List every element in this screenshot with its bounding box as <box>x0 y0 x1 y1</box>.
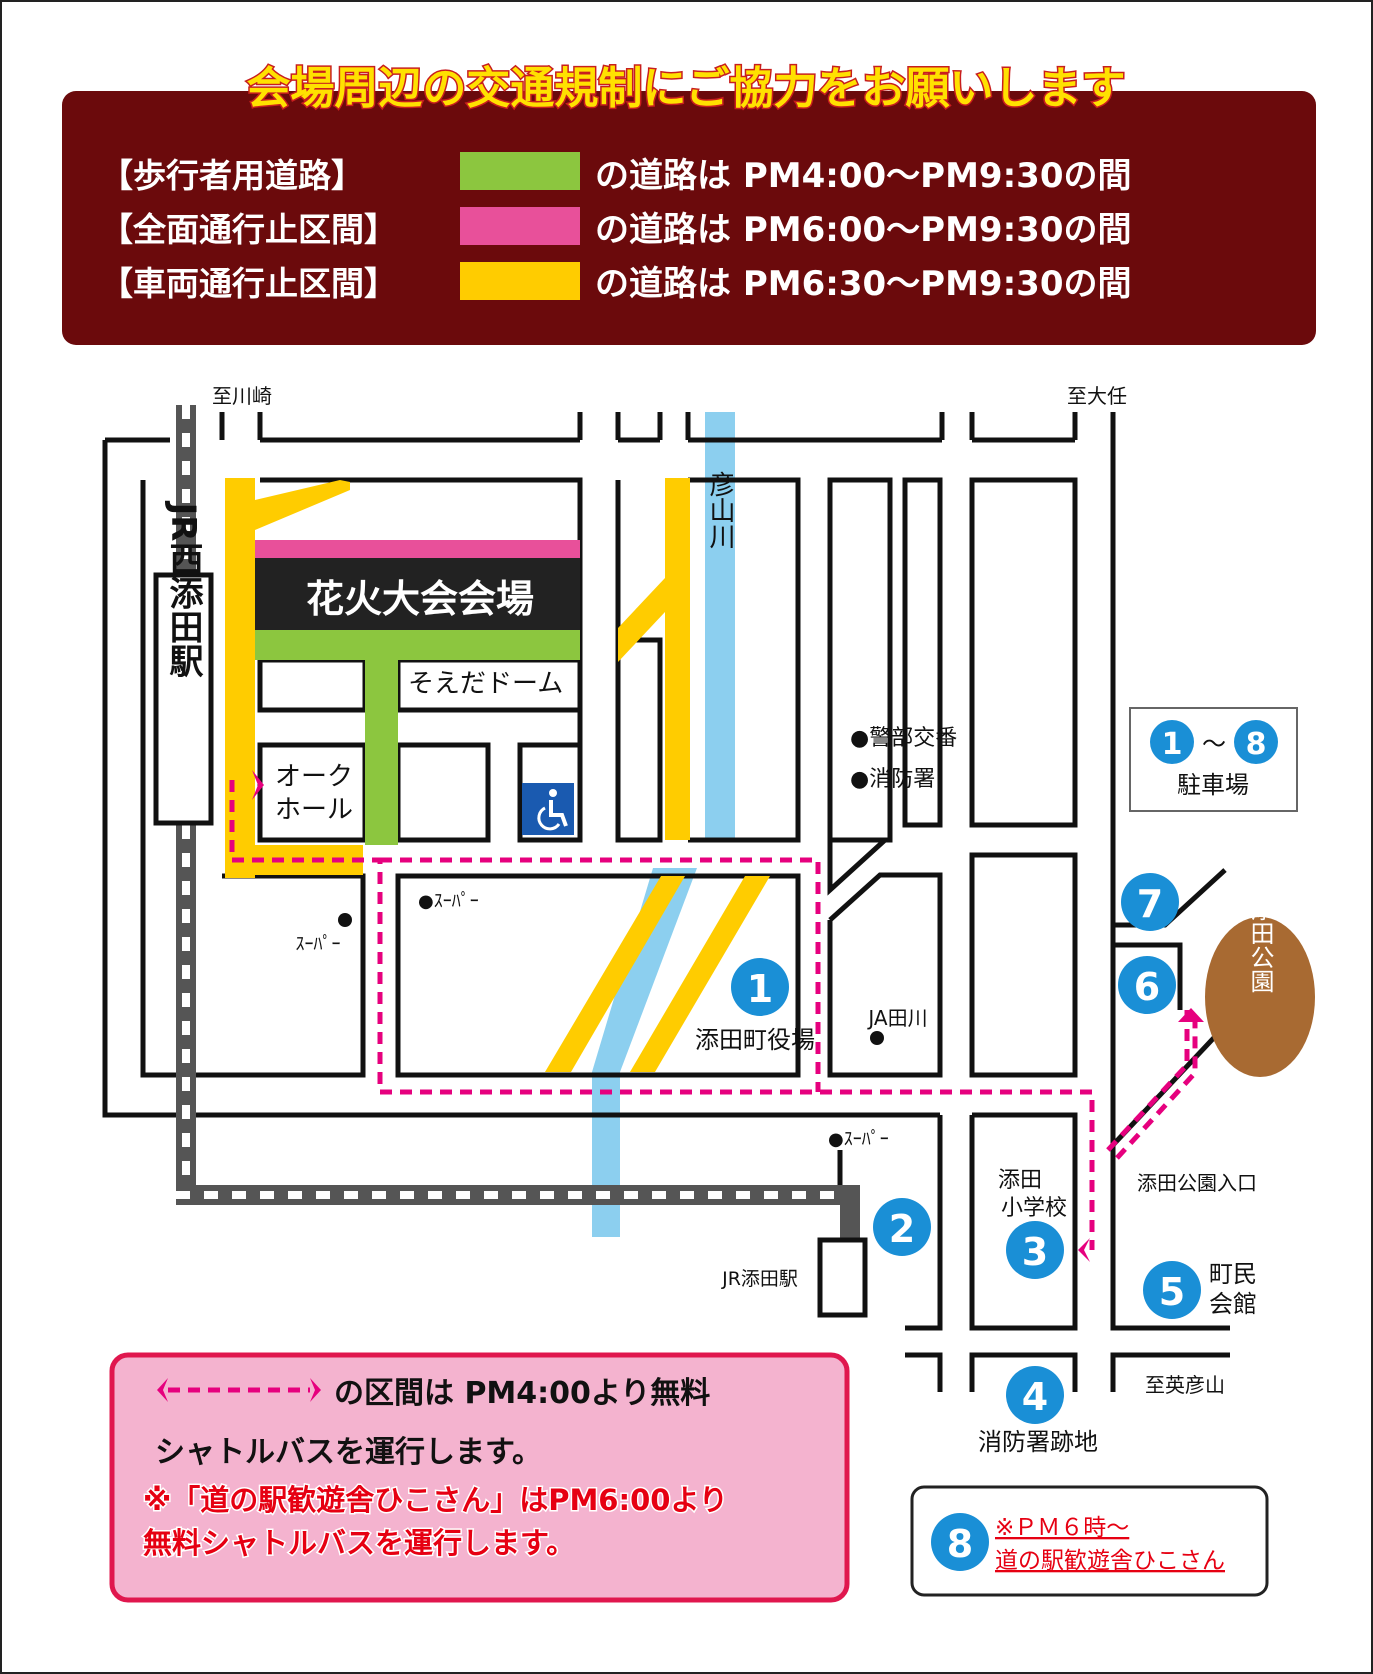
legend-label: 【全面通行止区間】 <box>100 210 397 249</box>
svg-text:8: 8 <box>1246 727 1267 762</box>
full-closure-road <box>255 540 580 558</box>
jr-soeda-station-building <box>817 1237 868 1318</box>
shuttle-note-line4: 無料シャトルバスを運行します。 <box>143 1526 575 1560</box>
legend-text: の道路は PM6:00〜PM9:30の間 <box>595 210 1131 250</box>
svg-text:7: 7 <box>1137 882 1163 926</box>
venue-area: 花火大会会場 <box>255 540 580 630</box>
fire-station-label: ●消防署 <box>850 767 935 792</box>
parking-spots: 1 2 3 4 5 6 7 <box>731 873 1201 1424</box>
parking-legend-label: 駐車場 <box>1177 771 1249 799</box>
parking-2: 2 <box>873 1198 931 1256</box>
direction-oto: 至大任 <box>1067 384 1127 408</box>
school-label-1: 添田 <box>998 1168 1042 1193</box>
ja-dot <box>870 1031 884 1045</box>
river <box>592 412 735 1237</box>
svg-text:〜: 〜 <box>1202 730 1226 758</box>
header-banner <box>62 91 1316 345</box>
pedestrian-roads <box>255 630 580 845</box>
oak-hall-label-1: オーク <box>275 762 353 792</box>
shuttle-arrow-left <box>1078 1238 1090 1262</box>
parking-8-number: 8 <box>947 1522 973 1566</box>
shuttle-note-line2: シャトルバスを運行します。 <box>155 1435 542 1470</box>
park-label: 添田公園 <box>1246 897 1274 993</box>
parking-1: 1 <box>731 958 789 1016</box>
parking-5: 5 <box>1143 1261 1201 1319</box>
legend-row-full-closure: 【全面通行止区間】 の道路は PM6:00〜PM9:30の間 <box>100 207 1131 250</box>
legend-label: 【車両通行止区間】 <box>100 264 397 303</box>
svg-text:1: 1 <box>747 967 773 1011</box>
shuttle-route <box>229 780 1198 1250</box>
school-label-2: 小学校 <box>1001 1196 1067 1221</box>
shuttle-note-line3: ※「道の駅歓遊舎ひこさん」はPM6:00より <box>143 1483 728 1517</box>
town-office-label: 添田町役場 <box>695 1026 815 1054</box>
river-label: 彦山川 <box>705 471 735 549</box>
shuttle-route-sample <box>157 1378 321 1402</box>
svg-text:4: 4 <box>1022 1375 1048 1419</box>
super-label-3: ｽｰﾊﾟｰ <box>296 934 341 955</box>
oak-hall-label-2: ホール <box>275 795 353 825</box>
parking-8-line1: ※ＰＭ６時〜 <box>995 1515 1129 1541</box>
super-label-1: ●ｽｰﾊﾟｰ <box>418 891 479 912</box>
parking-6: 6 <box>1118 956 1176 1014</box>
old-fire-station-label: 消防署跡地 <box>978 1428 1098 1456</box>
parking-8-line2: 道の駅歓遊舎ひこさん <box>995 1548 1225 1574</box>
svg-text:1: 1 <box>1162 727 1183 762</box>
parking-4: 4 <box>1006 1366 1064 1424</box>
shuttle-note-line1: の区間は PM4:00より無料 <box>334 1376 710 1411</box>
direction-hikosan: 至英彦山 <box>1145 1373 1225 1397</box>
parking-7: 7 <box>1121 873 1179 931</box>
svg-text:3: 3 <box>1022 1230 1048 1274</box>
shuttle-arrow-up <box>1178 1008 1204 1022</box>
legend-row-pedestrian: 【歩行者用道路】 の道路は PM4:00〜PM9:30の間 <box>100 152 1131 196</box>
legend-swatch-pink <box>460 207 580 245</box>
park-entrance-label: 添田公園入口 <box>1137 1171 1257 1195</box>
soeda-park <box>1205 917 1315 1077</box>
legend-swatch-green <box>460 152 580 190</box>
police-box-label: ●警部交番 <box>850 726 957 751</box>
legend-swatch-yellow <box>460 262 580 300</box>
legend-text: の道路は PM4:00〜PM9:30の間 <box>595 156 1131 196</box>
shuttle-arrow-right <box>252 770 264 800</box>
super-label-2: ●ｽｰﾊﾟｰ <box>828 1129 889 1150</box>
venue-label: 花火大会会場 <box>306 577 534 621</box>
soeda-dome-label: そえだドーム <box>408 669 563 699</box>
super-dot <box>338 913 352 927</box>
wheelchair-icon <box>522 783 574 835</box>
community-hall-label-2: 会館 <box>1209 1290 1257 1318</box>
jr-soeda-label: JR添田駅 <box>721 1268 798 1290</box>
shuttle-note: の区間は PM4:00より無料 シャトルバスを運行します。 ※「道の駅歓遊舎ひこ… <box>109 1352 850 1603</box>
parking-legend: 1 〜 8 駐車場 <box>1129 707 1298 812</box>
ja-label: JA田川 <box>866 1006 927 1030</box>
legend-row-vehicle-closure: 【車両通行止区間】 の道路は PM6:30〜PM9:30の間 <box>100 262 1131 304</box>
parking-8-note: 8 ※ＰＭ６時〜 道の駅歓遊舎ひこさん <box>910 1485 1269 1597</box>
header-title: 会場周辺の交通規制にご協力をお願いします <box>246 63 1125 114</box>
parking-3: 3 <box>1006 1221 1064 1279</box>
station-label: JR西添田駅 <box>163 501 203 679</box>
community-hall-label-1: 町民 <box>1209 1260 1257 1288</box>
road-network <box>102 412 1242 1392</box>
svg-text:2: 2 <box>889 1207 915 1251</box>
legend-text: の道路は PM6:30〜PM9:30の間 <box>595 264 1131 304</box>
legend-label: 【歩行者用道路】 <box>100 156 364 195</box>
direction-kawasaki: 至川崎 <box>212 384 272 408</box>
jr-nishisoeda-station: JR西添田駅 <box>153 501 214 826</box>
svg-text:5: 5 <box>1159 1270 1185 1314</box>
svg-text:6: 6 <box>1134 965 1160 1009</box>
